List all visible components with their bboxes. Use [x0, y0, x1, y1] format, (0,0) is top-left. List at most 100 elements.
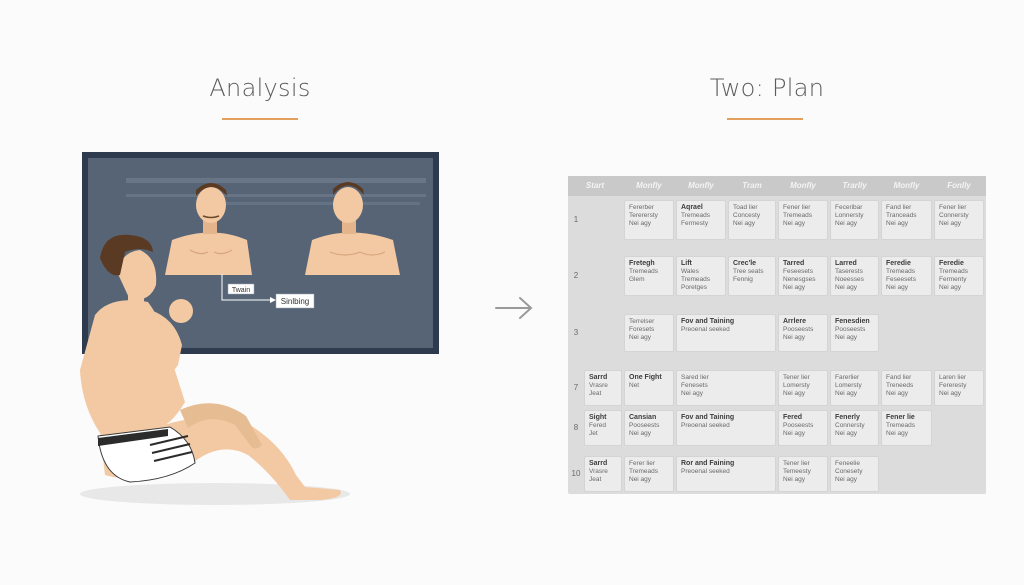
schedule-cell-title: Fenesdien — [835, 318, 870, 325]
schedule-cell-line: Lomersty — [783, 382, 810, 389]
plan-heading: Two: Plan — [709, 74, 825, 102]
schedule-cell-title: Sarrd — [589, 460, 608, 467]
schedule-cell-title: Fener lie — [886, 414, 915, 421]
schedule-cell-line: Nei agy — [886, 284, 909, 291]
schedule-cell-line: Connersty — [835, 422, 865, 429]
schedule-cell-line: Vrasre — [589, 382, 608, 389]
schedule-cell-line: Feseesets — [783, 268, 813, 275]
schedule-cell-line: Nei agy — [629, 476, 652, 483]
schedule-cell-line: Sared lier — [681, 374, 709, 381]
schedule-cell-line: Net — [629, 382, 640, 389]
schedule-cell-title: One Fight — [629, 374, 662, 381]
schedule-cell-line: Fered — [589, 422, 606, 429]
schedule-cell-line: Laren lier — [939, 374, 967, 381]
schedule-cell-line: Nei agy — [733, 220, 756, 227]
analysis-illustration: Twain Sinlbing — [80, 152, 439, 505]
schedule-cell-line: Nei agy — [629, 220, 652, 227]
schedule-cell-line: Tererersty — [629, 212, 658, 219]
schedule-cell-line: Pooseests — [783, 326, 814, 333]
schedule-cell-line: Nei agy — [783, 334, 806, 341]
schedule-header-cell: Tram — [742, 181, 762, 190]
schedule-cell-title: Tarred — [783, 260, 805, 267]
schedule-header-cell: Monfly — [636, 181, 662, 190]
schedule-cell-line: Tremeads — [629, 268, 659, 275]
schedule-cell-line: Terrelser — [629, 318, 655, 325]
schedule-cell-line: Nei agy — [835, 284, 858, 291]
schedule-cell-line: Nei agy — [835, 390, 858, 397]
schedule-cell-line: Poretges — [681, 284, 708, 291]
schedule-cell-line: Conesety — [835, 468, 863, 475]
schedule-header-cell: Monfly — [688, 181, 714, 190]
schedule-cell-line: Nei agy — [629, 430, 652, 437]
schedule-cell-line: Foresets — [629, 326, 655, 333]
schedule-cell-line: Feceribar — [835, 204, 863, 211]
screen-tag-sinlbing: Sinlbing — [281, 297, 309, 306]
schedule-cell-title: Feredie — [939, 260, 964, 267]
schedule-row-label: 1 — [573, 215, 579, 224]
schedule-cell-title: Arrlere — [783, 318, 806, 325]
schedule-cell-line: Nei agy — [783, 284, 806, 291]
schedule-cell-line: Tree seats — [733, 268, 764, 275]
schedule-cell-line: Nei agy — [835, 430, 858, 437]
schedule-cell-title: Larred — [835, 260, 857, 267]
schedule-cell-line: Feneelie — [835, 460, 860, 467]
schedule-cell-line: Preoenal seeked — [681, 326, 730, 333]
schedule-cell-line: Preoenal seeked — [681, 468, 730, 475]
schedule-cell-line: Nei agy — [939, 220, 962, 227]
schedule-cell-line: Nei agy — [681, 390, 704, 397]
schedule-cell-line: Fereresty — [939, 382, 967, 389]
schedule-cell-line: Nei agy — [939, 390, 962, 397]
schedule-header-row — [568, 176, 986, 196]
schedule-cell-line: Fener lier — [783, 204, 811, 211]
schedule-cell-line: Noeesses — [835, 276, 864, 283]
schedule-cell-line: Fener lier — [939, 204, 967, 211]
schedule-row-label: 8 — [573, 423, 579, 432]
schedule-cell-title: Fov and Taining — [681, 318, 735, 325]
schedule-cell-title: Sarrd — [589, 374, 608, 381]
schedule-cell-line: Farerlier — [835, 374, 860, 381]
schedule-cell-line: Tremeads — [886, 268, 916, 275]
schedule-header-cell: Monfly — [893, 181, 920, 190]
schedule-cell-line: Fand lier — [886, 204, 912, 211]
schedule-cell-line: Fennig — [733, 276, 753, 283]
schedule-cell-line: Pooseests — [783, 422, 814, 429]
schedule-row-label: 7 — [573, 383, 579, 392]
